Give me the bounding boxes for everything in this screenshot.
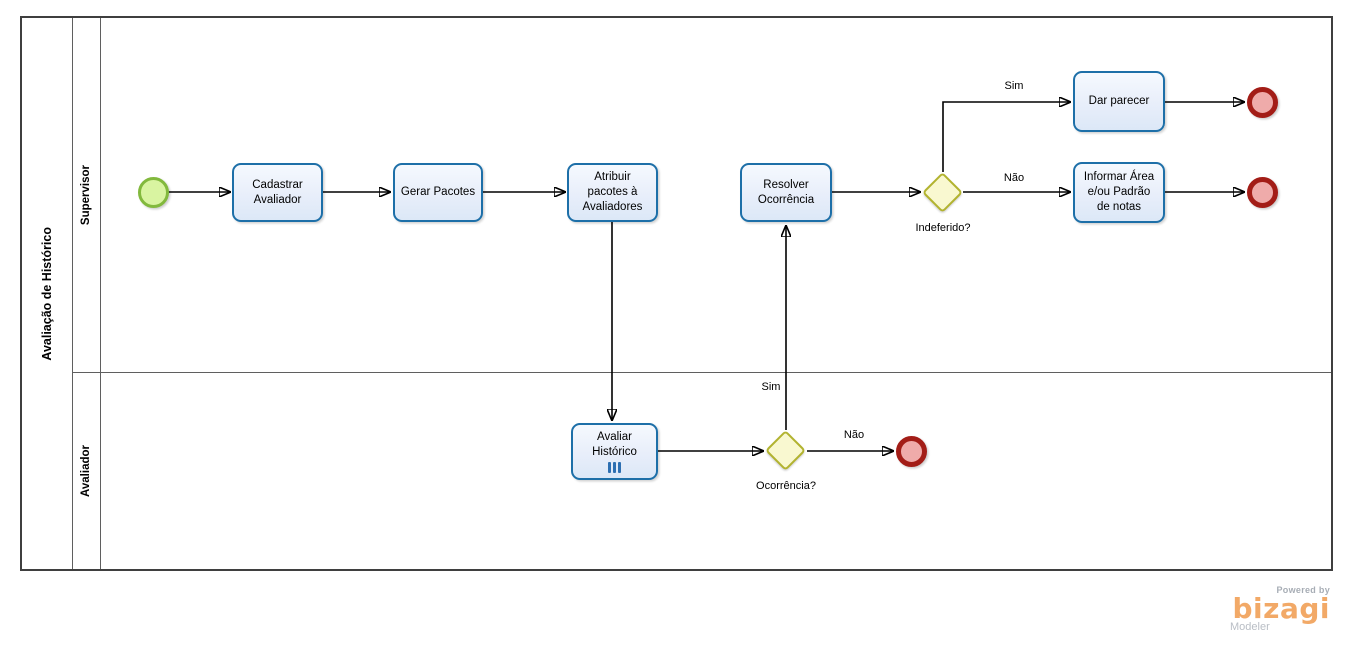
- pool-title-band[interactable]: Avaliação de Histórico: [22, 18, 73, 569]
- bizagi-watermark: Powered by bizagi Modeler: [1230, 585, 1330, 633]
- task-resolver-ocorrencia[interactable]: Resolver Ocorrência: [740, 163, 832, 222]
- task-label: Resolver Ocorrência: [757, 178, 815, 206]
- task-avaliar-historico[interactable]: Avaliar Histórico: [571, 423, 658, 480]
- task-label: Informar Área e/ou Padrão de notas: [1083, 171, 1155, 213]
- powered-by-text: Powered by: [1276, 585, 1330, 595]
- lane-avaliador[interactable]: Avaliador: [72, 372, 1331, 569]
- flow-label-ocorrencia-nao[interactable]: Não: [843, 429, 865, 441]
- multi-instance-icon: [608, 461, 621, 473]
- end-event-informar[interactable]: [1247, 177, 1278, 208]
- task-atribuir-pacotes[interactable]: Atribuir pacotes à Avaliadores: [567, 163, 658, 222]
- end-event-dar-parecer[interactable]: [1247, 87, 1278, 118]
- task-label: Gerar Pacotes: [400, 186, 476, 199]
- task-dar-parecer[interactable]: Dar parecer: [1073, 71, 1165, 132]
- task-gerar-pacotes[interactable]: Gerar Pacotes: [393, 163, 483, 222]
- task-informar-area-padrao[interactable]: Informar Área e/ou Padrão de notas: [1073, 162, 1165, 223]
- bizagi-logo: bizagi: [1232, 592, 1330, 625]
- flow-indeferido-sim-to-dar-parecer[interactable]: [942, 102, 1070, 172]
- gateway-indeferido-label[interactable]: Indeferido?: [915, 222, 971, 234]
- gateway-ocorrencia-label[interactable]: Ocorrência?: [756, 480, 816, 492]
- lane-supervisor[interactable]: Supervisor: [72, 18, 1331, 372]
- flow-label-indeferido-sim[interactable]: Sim: [1004, 80, 1024, 92]
- task-label: Dar parecer: [1088, 95, 1150, 108]
- modeler-text: Modeler: [1230, 621, 1270, 633]
- lane-avaliador-label-band[interactable]: Avaliador: [72, 373, 101, 569]
- end-event-ocorrencia-nao[interactable]: [896, 436, 927, 467]
- flow-label-ocorrencia-sim[interactable]: Sim: [761, 381, 781, 393]
- flow-label-indeferido-nao[interactable]: Não: [1003, 172, 1025, 184]
- start-event[interactable]: [138, 177, 169, 208]
- task-label: Cadastrar Avaliador: [252, 178, 303, 206]
- lane-supervisor-label-band[interactable]: Supervisor: [72, 18, 101, 372]
- task-label: Atribuir pacotes à Avaliadores: [582, 171, 643, 213]
- task-cadastrar-avaliador[interactable]: Cadastrar Avaliador: [232, 163, 323, 222]
- task-label: Avaliar Histórico: [592, 431, 637, 458]
